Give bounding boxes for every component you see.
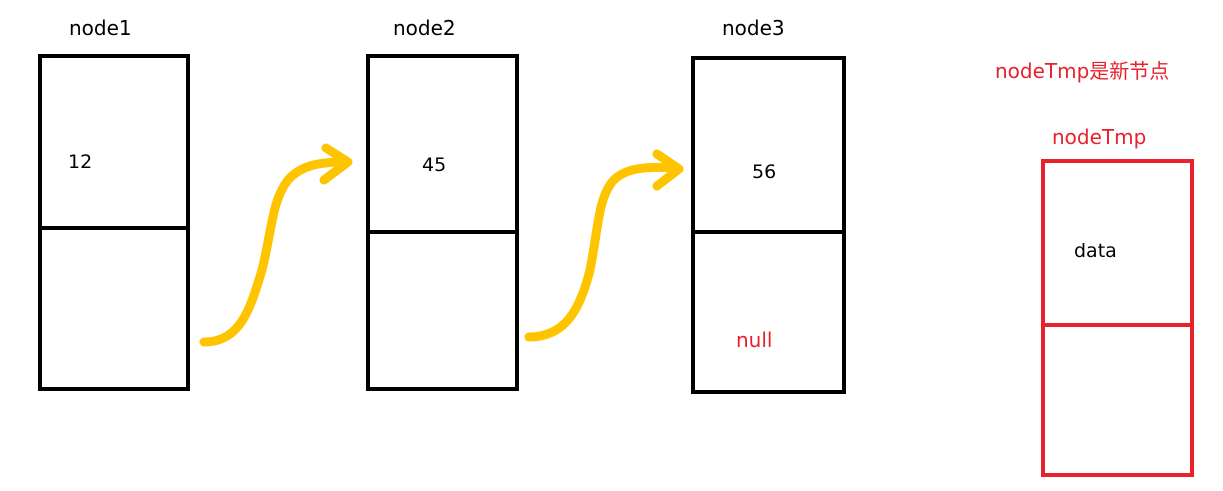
node2-next-cell <box>366 230 519 391</box>
node3-label: node3 <box>722 16 785 40</box>
node3-next-cell: null <box>691 230 846 394</box>
new-node-box: data <box>1041 159 1194 477</box>
arrowhead-node2-to-node3 <box>652 149 684 191</box>
new-node-value: data <box>1074 240 1117 262</box>
node1-next-cell <box>38 226 190 391</box>
new-node-label: nodeTmp <box>1052 125 1147 149</box>
arrowhead-node1-to-node2 <box>319 143 353 185</box>
node3-box: 56 null <box>691 56 846 394</box>
node1-label: node1 <box>69 16 132 40</box>
node3-next-value: null <box>736 328 773 352</box>
node1-value: 12 <box>68 151 93 173</box>
node1-box: 12 <box>38 54 190 391</box>
arrow-node2-to-node3 <box>524 162 682 342</box>
node3-value: 56 <box>752 161 777 183</box>
node2-box: 45 <box>366 54 519 391</box>
node2-label: node2 <box>393 16 456 40</box>
new-node-caption: nodeTmp是新节点 <box>995 59 1170 83</box>
arrow-node1-to-node2 <box>199 157 350 347</box>
new-node-next-cell <box>1041 323 1194 477</box>
node2-value: 45 <box>422 154 447 176</box>
